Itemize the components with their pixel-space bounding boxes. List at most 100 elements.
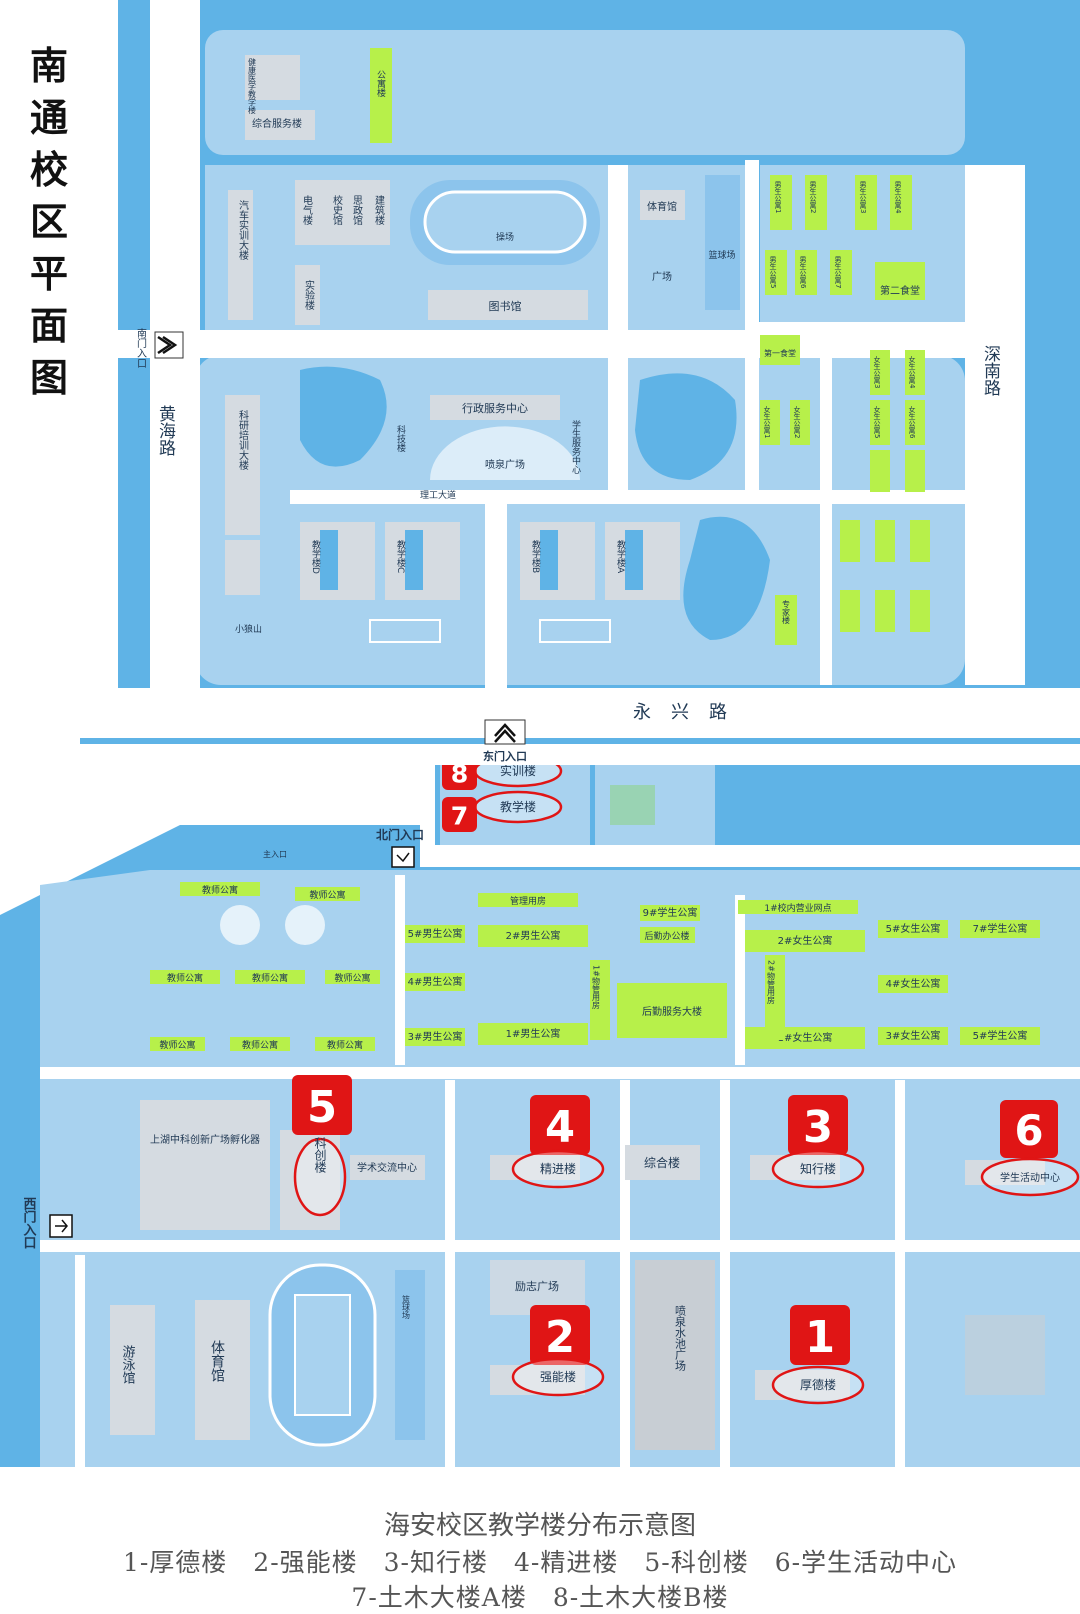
qiche-label: 汽车实训大楼 xyxy=(237,199,249,261)
apartment-building xyxy=(370,48,392,143)
dorm-building xyxy=(405,1028,465,1046)
male-dorm-label: 男生公寓5 xyxy=(769,256,777,288)
sizheng-group xyxy=(295,180,390,245)
female-dorm-label: 女生公寓3 xyxy=(873,355,881,388)
dorm-block xyxy=(875,590,895,632)
north-block xyxy=(205,30,965,155)
marker-badge xyxy=(530,1095,590,1155)
student-center-building xyxy=(965,1160,1045,1185)
houde-building xyxy=(755,1370,850,1400)
caption-legend-line2: 7-土木大楼A楼 8-土木大楼B楼 xyxy=(351,1583,729,1612)
dorm-label: 1#女生公寓 xyxy=(778,1031,833,1044)
parking-west xyxy=(369,619,441,643)
marker-3[interactable]: 3 知行楼 xyxy=(771,1095,865,1189)
field-label: 操场 xyxy=(496,231,514,243)
logistics-office xyxy=(640,927,695,943)
jiankang-building xyxy=(245,55,300,100)
dorm-building xyxy=(478,1023,588,1045)
marker-badge xyxy=(790,1305,850,1365)
female-dorm-label: 女生公寓6 xyxy=(908,405,916,439)
dorm-label: 1#男生公寓 xyxy=(506,1027,561,1040)
male-dorm xyxy=(765,250,787,295)
lizhi-label: 励志广场 xyxy=(515,1279,559,1293)
dorm-building xyxy=(478,925,588,947)
marker-circle xyxy=(771,1149,865,1189)
dorm-label: 2#女生公寓 xyxy=(778,934,833,947)
marker-number: 2 xyxy=(545,1313,575,1363)
sports-hall xyxy=(195,1300,250,1440)
teacher-apartment-label: 教师公寓 xyxy=(202,884,238,896)
first-canteen-label: 第一食堂 xyxy=(764,348,796,358)
xiaolangshan-label: 小狼山 xyxy=(235,623,262,635)
qiche-building xyxy=(228,190,253,320)
marker-number: 3 xyxy=(803,1103,833,1153)
swimming-hall xyxy=(110,1305,155,1435)
teaching-A-label: 教学楼A xyxy=(615,539,626,574)
keyan-label: 科研培训大楼 xyxy=(237,409,249,471)
male-dorm-label: 男生公寓2 xyxy=(809,181,817,213)
dorm-building xyxy=(878,920,948,938)
marker-label: 精进楼 xyxy=(540,1161,576,1176)
caption-legend-line1: 1-厚德楼 2-强能楼 3-知行楼 4-精进楼 5-科创楼 6-学生活动中心 xyxy=(122,1548,958,1577)
male-dorm xyxy=(855,175,877,230)
marker-circle xyxy=(293,1137,347,1217)
marker-number: 6 xyxy=(1014,1106,1043,1155)
teacher-apartment xyxy=(295,887,360,901)
basketball-courts xyxy=(705,175,740,310)
dorm-label: 3#男生公寓 xyxy=(408,1030,463,1043)
zonghe-building xyxy=(625,1145,700,1180)
marker-circle xyxy=(473,765,563,788)
marker-badge xyxy=(788,1095,848,1155)
male-dorm-label: 男生公寓6 xyxy=(799,256,807,289)
marker-badge xyxy=(530,1305,590,1365)
marker-number: 1 xyxy=(805,1313,835,1363)
student-service-label: 学生服务中心 xyxy=(570,419,581,474)
marker-number: 8 xyxy=(451,765,469,788)
dorm-label: 2#男生公寓 xyxy=(506,929,561,942)
female-dorm xyxy=(905,350,925,395)
huanghai-road xyxy=(150,0,200,765)
teacher-apartment-label: 教师公寓 xyxy=(159,1039,195,1051)
marker-label: 知行楼 xyxy=(800,1161,836,1176)
female-dorm xyxy=(870,400,890,445)
main-gate-label: 主入口 xyxy=(263,849,287,859)
dorm-building xyxy=(878,1027,948,1045)
west-lake xyxy=(300,366,387,467)
dorm-building xyxy=(960,1027,1040,1045)
teacher-apartment xyxy=(150,970,220,984)
shiyan-label: 实验楼 xyxy=(303,279,315,311)
management-room xyxy=(478,893,578,907)
dorm-block xyxy=(870,450,890,492)
shennan-road-label: 深南路 xyxy=(980,345,1001,396)
apartment-label: 公寓楼 xyxy=(375,70,386,98)
east-gate-label: 东门入口 xyxy=(483,749,527,763)
academic-exchange-label: 学术交流中心 xyxy=(357,1161,417,1174)
marker-badge xyxy=(1000,1100,1058,1158)
logistics-service-label: 后勤服务大楼 xyxy=(642,1005,702,1018)
teacher-apartment-label: 教师公寓 xyxy=(167,972,203,984)
jingjin-building xyxy=(490,1155,580,1180)
dorm-building xyxy=(640,905,700,921)
parking-east xyxy=(539,619,611,643)
blurred-building xyxy=(610,785,655,825)
male-dorm xyxy=(770,175,792,230)
marker-label: 科创楼 xyxy=(313,1137,327,1173)
zhixing-building xyxy=(750,1155,840,1180)
teaching-B-label: 教学楼B xyxy=(530,539,541,573)
library xyxy=(428,290,588,320)
swimming-label: 游泳馆 xyxy=(120,1345,136,1384)
teacher-apartment-label: 教师公寓 xyxy=(309,889,345,901)
teacher-apartment xyxy=(180,882,260,896)
zonghe-label: 综合服务楼 xyxy=(252,117,302,130)
property-1-label: 1#物管用房 xyxy=(592,965,601,1010)
dorm-block xyxy=(910,590,930,632)
north-gate-icon xyxy=(391,846,415,868)
